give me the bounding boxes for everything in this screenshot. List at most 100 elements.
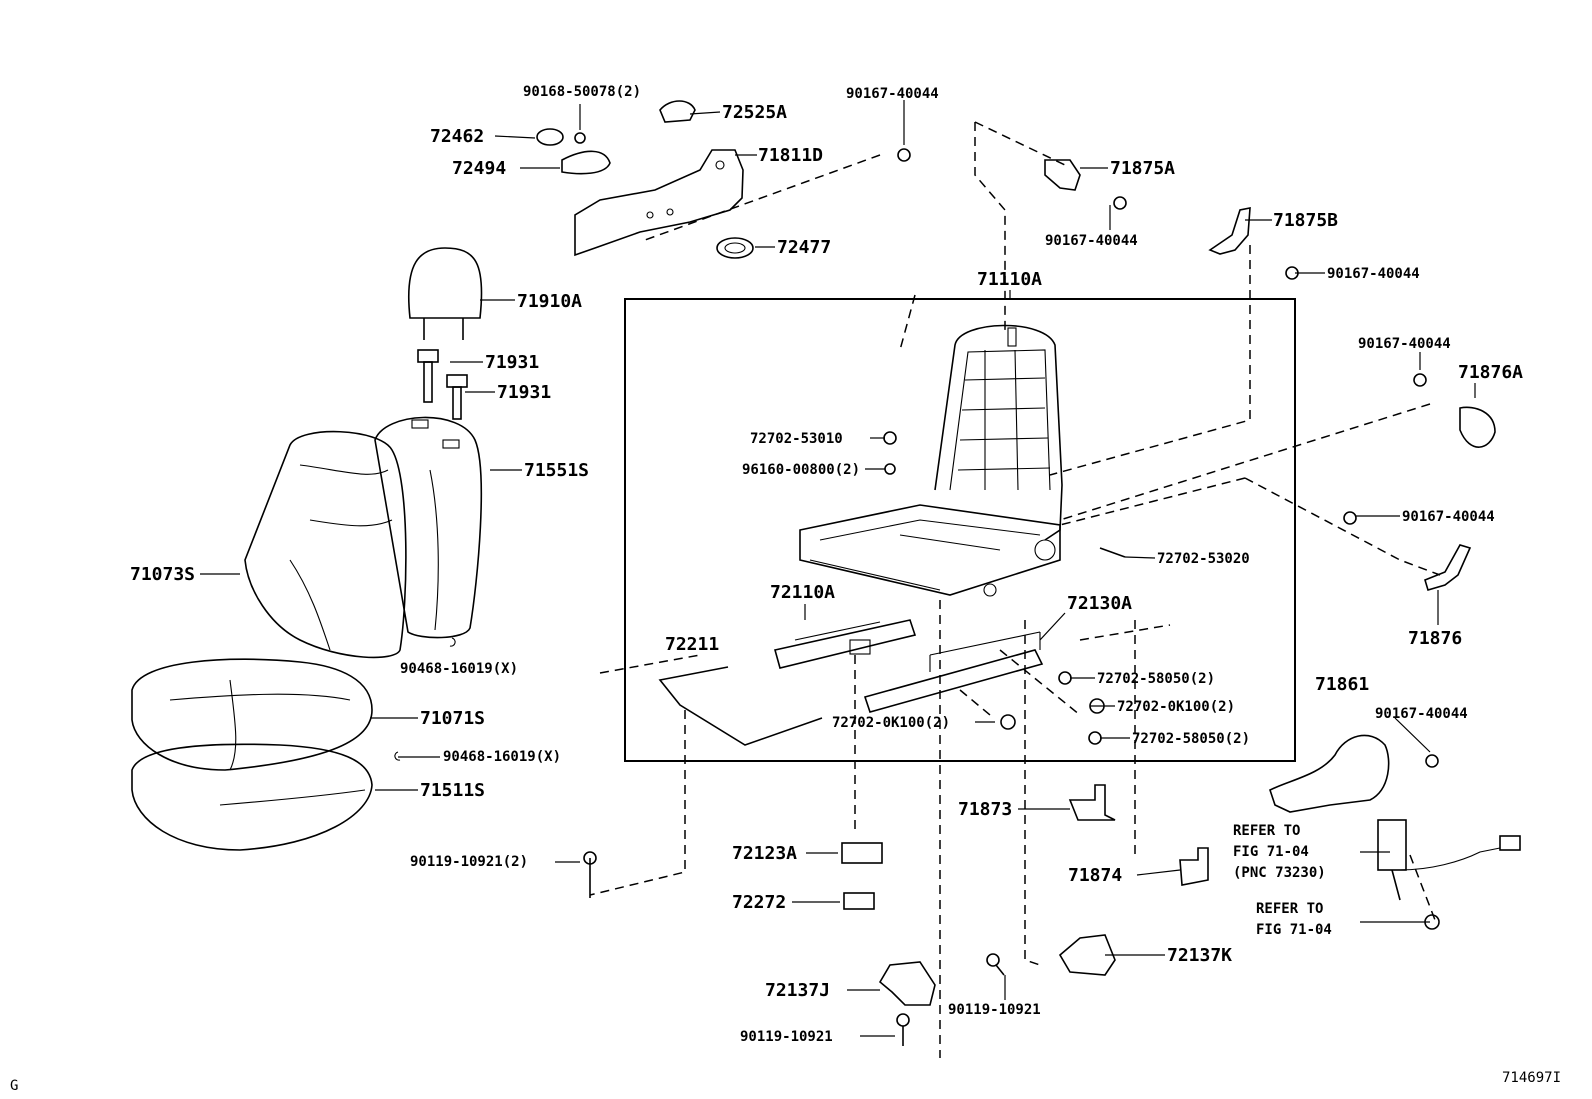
label-72477: 72477 — [777, 237, 831, 258]
label-72110A: 72110A — [770, 582, 835, 603]
label-90468-16019-a: 90468-16019(X) — [400, 661, 518, 677]
bolt-drawing-e — [883, 431, 897, 445]
nut-drawing-b — [1424, 914, 1440, 930]
figure-id: 714697I — [1502, 1070, 1561, 1086]
label-72130A: 72130A — [1067, 593, 1132, 614]
bracket-71873-drawing — [1068, 784, 1116, 821]
cover-71876A-drawing — [1459, 406, 1496, 448]
label-90167-40044-a: 90167-40044 — [846, 86, 939, 102]
bolt-drawing-c — [1113, 196, 1127, 210]
label-72137K: 72137K — [1167, 945, 1232, 966]
bolt-drawing-m — [1425, 754, 1439, 768]
label-71861: 71861 — [1315, 674, 1369, 695]
bracket-71874-drawing — [1179, 847, 1209, 886]
label-71875B: 71875B — [1273, 210, 1338, 231]
knob-72494-drawing — [561, 150, 611, 175]
label-71910A: 71910A — [517, 291, 582, 312]
refer-note-2-line1: REFER TO — [1256, 901, 1323, 917]
label-72702-53010: 72702-53010 — [750, 431, 843, 447]
refer-note-1-line1: REFER TO — [1233, 823, 1300, 839]
wire-72211-drawing — [658, 666, 823, 746]
seat-track-right-drawing — [863, 631, 1044, 713]
label-90468-16019-b: 90468-16019(X) — [443, 749, 561, 765]
headrest-guide-drawing — [417, 349, 468, 420]
label-71511S: 71511S — [420, 780, 485, 801]
label-90167-40044-e: 90167-40044 — [1402, 509, 1495, 525]
label-71071S: 71071S — [420, 708, 485, 729]
cover-72525A-drawing — [659, 100, 696, 123]
bolt-drawing-j — [1088, 731, 1102, 745]
refer-note-1-line2: FIG 71-04 — [1233, 844, 1309, 860]
label-72702-53020: 72702-53020 — [1157, 551, 1250, 567]
seat-cushion-cover-drawing — [131, 658, 373, 771]
knob-72462-drawing — [536, 128, 564, 146]
part-72272-drawing — [843, 892, 875, 910]
seatback-pad-drawing — [374, 416, 483, 639]
label-71551S: 71551S — [524, 460, 589, 481]
label-90168-50078: 90168-50078(2) — [523, 84, 641, 100]
label-71931-a: 71931 — [485, 352, 539, 373]
part-labels: 90168-50078(2) 72525A 90167-40044 72462 … — [10, 84, 1561, 1094]
label-71811D: 71811D — [758, 145, 823, 166]
bolt-drawing-g — [1058, 671, 1072, 685]
label-71073S: 71073S — [130, 564, 195, 585]
cover-71861-drawing — [1269, 734, 1390, 813]
label-72702-58050-b: 72702-58050(2) — [1132, 731, 1250, 747]
refer-note-2-line2: FIG 71-04 — [1256, 922, 1332, 938]
bolt-drawing-o — [986, 953, 1000, 967]
spring-72477-drawing — [716, 237, 754, 259]
label-90119-10921-b: 90119-10921 — [740, 1029, 833, 1045]
bolt-head-drawing-n — [583, 851, 597, 865]
seatbelt-buckle-drawing — [1377, 819, 1521, 901]
recliner-cover-drawing — [574, 149, 744, 257]
label-90119-10921-a: 90119-10921 — [948, 1002, 1041, 1018]
headrest-drawing — [408, 247, 483, 340]
label-72272: 72272 — [732, 892, 786, 913]
label-90167-40044-f: 90167-40044 — [1375, 706, 1468, 722]
cover-72137J-drawing — [878, 961, 936, 1006]
label-90119-10921-2: 90119-10921(2) — [410, 854, 528, 870]
leader-lines — [200, 100, 1476, 1037]
bracket-71876-drawing — [1424, 544, 1472, 591]
clip-drawing-2 — [394, 751, 401, 761]
label-90167-40044-d: 90167-40044 — [1358, 336, 1451, 352]
label-71110A: 71110A — [977, 269, 1042, 290]
label-71931-b: 71931 — [497, 382, 551, 403]
bolt-drawing-h — [1089, 698, 1105, 714]
label-72494: 72494 — [452, 158, 506, 179]
bolt-drawing-p — [896, 1013, 910, 1027]
bolt-drawing-l — [1343, 511, 1357, 525]
label-72123A: 72123A — [732, 843, 797, 864]
label-72525A: 72525A — [722, 102, 787, 123]
refer-note-1-line3: (PNC 73230) — [1233, 865, 1326, 881]
label-96160-00800: 96160-00800(2) — [742, 462, 860, 478]
bracket-71875B-drawing — [1208, 207, 1251, 255]
bolt-drawing-f — [1099, 547, 1126, 558]
seat-frame-drawing — [799, 324, 1063, 597]
bolt-shank-drawing-o — [995, 964, 1005, 976]
label-72137J: 72137J — [765, 980, 830, 1001]
label-71876A: 71876A — [1458, 362, 1523, 383]
bracket-71875A-drawing — [1044, 159, 1081, 191]
part-72123A-drawing — [841, 842, 883, 864]
clip-drawing — [449, 637, 456, 647]
seatback-cover-drawing — [244, 430, 407, 659]
part-drawings — [131, 100, 1521, 1046]
label-72702-0K100-a: 72702-0K100(2) — [1117, 699, 1235, 715]
label-71873: 71873 — [958, 799, 1012, 820]
label-90167-40044-b: 90167-40044 — [1045, 233, 1138, 249]
seat-frame-assembly-box — [624, 298, 1296, 762]
label-90167-40044-c: 90167-40044 — [1327, 266, 1420, 282]
label-72702-0K100-b: 72702-0K100(2) — [832, 715, 950, 731]
label-72211: 72211 — [665, 634, 719, 655]
nut-drawing-a — [884, 463, 896, 475]
bolt-drawing-b — [897, 148, 911, 162]
bolt-drawing-d — [1285, 266, 1299, 280]
label-71876: 71876 — [1408, 628, 1462, 649]
bolt-drawing-i — [1000, 714, 1016, 730]
label-71875A: 71875A — [1110, 158, 1175, 179]
seat-track-left-drawing — [774, 619, 917, 669]
cover-72137K-drawing — [1058, 934, 1116, 976]
corner-marker: G — [10, 1078, 18, 1094]
